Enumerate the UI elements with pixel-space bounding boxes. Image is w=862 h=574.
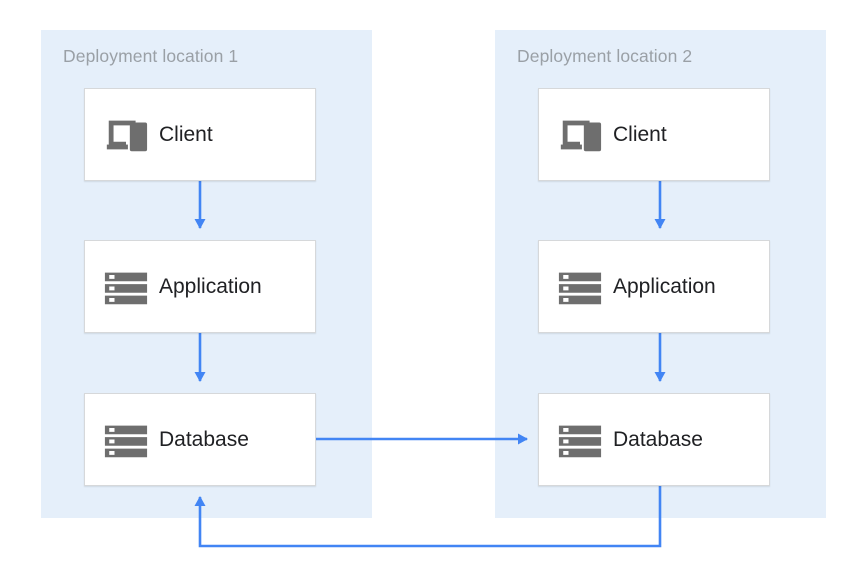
node-database-2-label: Database: [613, 428, 703, 451]
node-application-1-label: Application: [159, 275, 262, 298]
zone-2-title: Deployment location 2: [517, 46, 693, 66]
node-application-2-label: Application: [613, 275, 716, 298]
zone-1-title: Deployment location 1: [63, 46, 239, 66]
node-client-location-2[interactable]: Client: [538, 88, 770, 181]
server-stack-icon: [104, 425, 148, 457]
server-stack-icon: [558, 272, 602, 304]
server-stack-icon: [558, 425, 602, 457]
node-application-location-2[interactable]: Application: [538, 240, 770, 333]
node-client-1-label: Client: [159, 123, 213, 146]
devices-icon: [106, 120, 148, 151]
node-client-location-1[interactable]: Client: [84, 88, 316, 181]
server-stack-icon: [104, 272, 148, 304]
devices-icon: [560, 120, 602, 151]
node-database-1-label: Database: [159, 428, 249, 451]
node-client-2-label: Client: [613, 123, 667, 146]
node-database-location-1[interactable]: Database: [84, 393, 316, 486]
node-application-location-1[interactable]: Application: [84, 240, 316, 333]
node-database-location-2[interactable]: Database: [538, 393, 770, 486]
